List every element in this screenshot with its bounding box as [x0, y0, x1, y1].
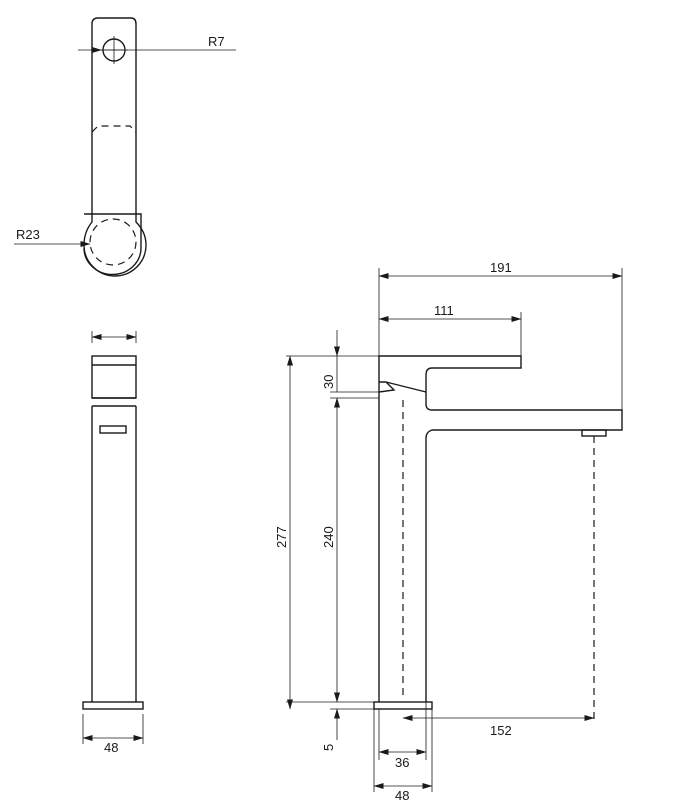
dim-lever-height-label: 30 — [321, 375, 336, 389]
top-view-inner-u — [83, 213, 142, 276]
dim-total-depth-label: 191 — [490, 260, 512, 275]
front-base — [82, 701, 144, 710]
dim-base-height-label: 5 — [321, 744, 336, 751]
front-aerator — [99, 425, 127, 434]
top-view: R7 R23 — [14, 17, 236, 277]
r7-arrow — [92, 47, 102, 53]
dim-base-width-label: 48 — [395, 788, 409, 803]
top-view-outline — [83, 17, 147, 277]
top-view-lever-hidden — [91, 125, 137, 133]
side-lever-slope — [385, 381, 427, 393]
front-lever-block — [91, 355, 137, 399]
front-body — [91, 406, 137, 702]
side-aerator — [581, 429, 607, 437]
dim-total-height-label: 277 — [274, 526, 289, 548]
front-view: 48 — [82, 331, 144, 755]
dim-outlet-reach-label: 152 — [490, 723, 512, 738]
side-view: 277 30 240 5 191 111 152 36 — [274, 260, 623, 803]
side-view-outline — [378, 355, 623, 702]
r7-label: R7 — [208, 34, 225, 49]
dim-lever-length-label: 111 — [434, 303, 454, 318]
outlet-hidden-circle — [89, 218, 137, 266]
side-lever-joint — [378, 381, 396, 393]
dim-body-width-label: 36 — [395, 755, 409, 770]
r23-label: R23 — [16, 227, 40, 242]
dim-body-height-label: 240 — [321, 526, 336, 548]
side-base — [373, 701, 433, 710]
front-base-width-label: 48 — [104, 740, 118, 755]
